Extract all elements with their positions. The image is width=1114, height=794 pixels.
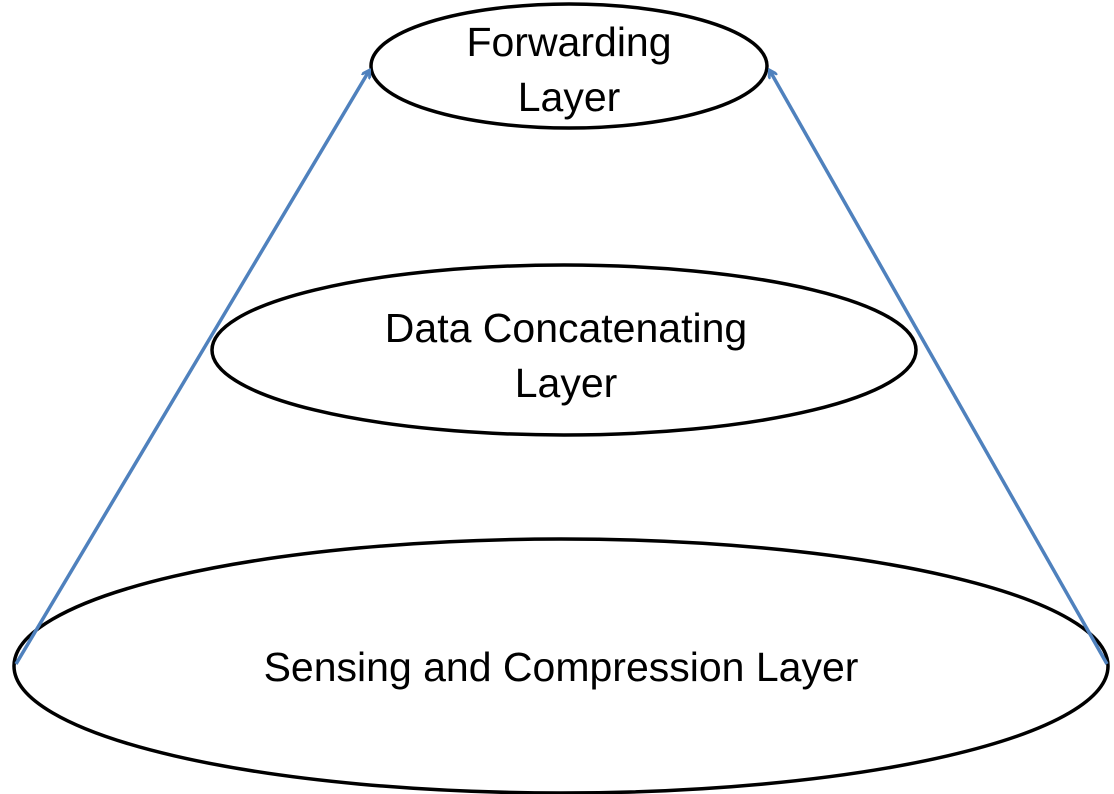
- data-concatenating-layer-ellipse: [210, 263, 918, 437]
- forwarding-layer-ellipse: [369, 2, 769, 130]
- sensing-compression-layer-ellipse: [12, 537, 1110, 794]
- forwarding-layer-label-line1: Forwarding: [466, 19, 671, 65]
- right-arrow: [770, 71, 1109, 665]
- data-concatenating-layer-label-line2: Layer: [515, 360, 618, 406]
- sensing-compression-layer-label: Sensing and Compression Layer: [264, 644, 859, 690]
- forwarding-layer-label-line2: Layer: [518, 74, 621, 120]
- data-concatenating-layer-label-line1: Data Concatenating: [385, 305, 747, 351]
- left-arrow: [14, 71, 369, 665]
